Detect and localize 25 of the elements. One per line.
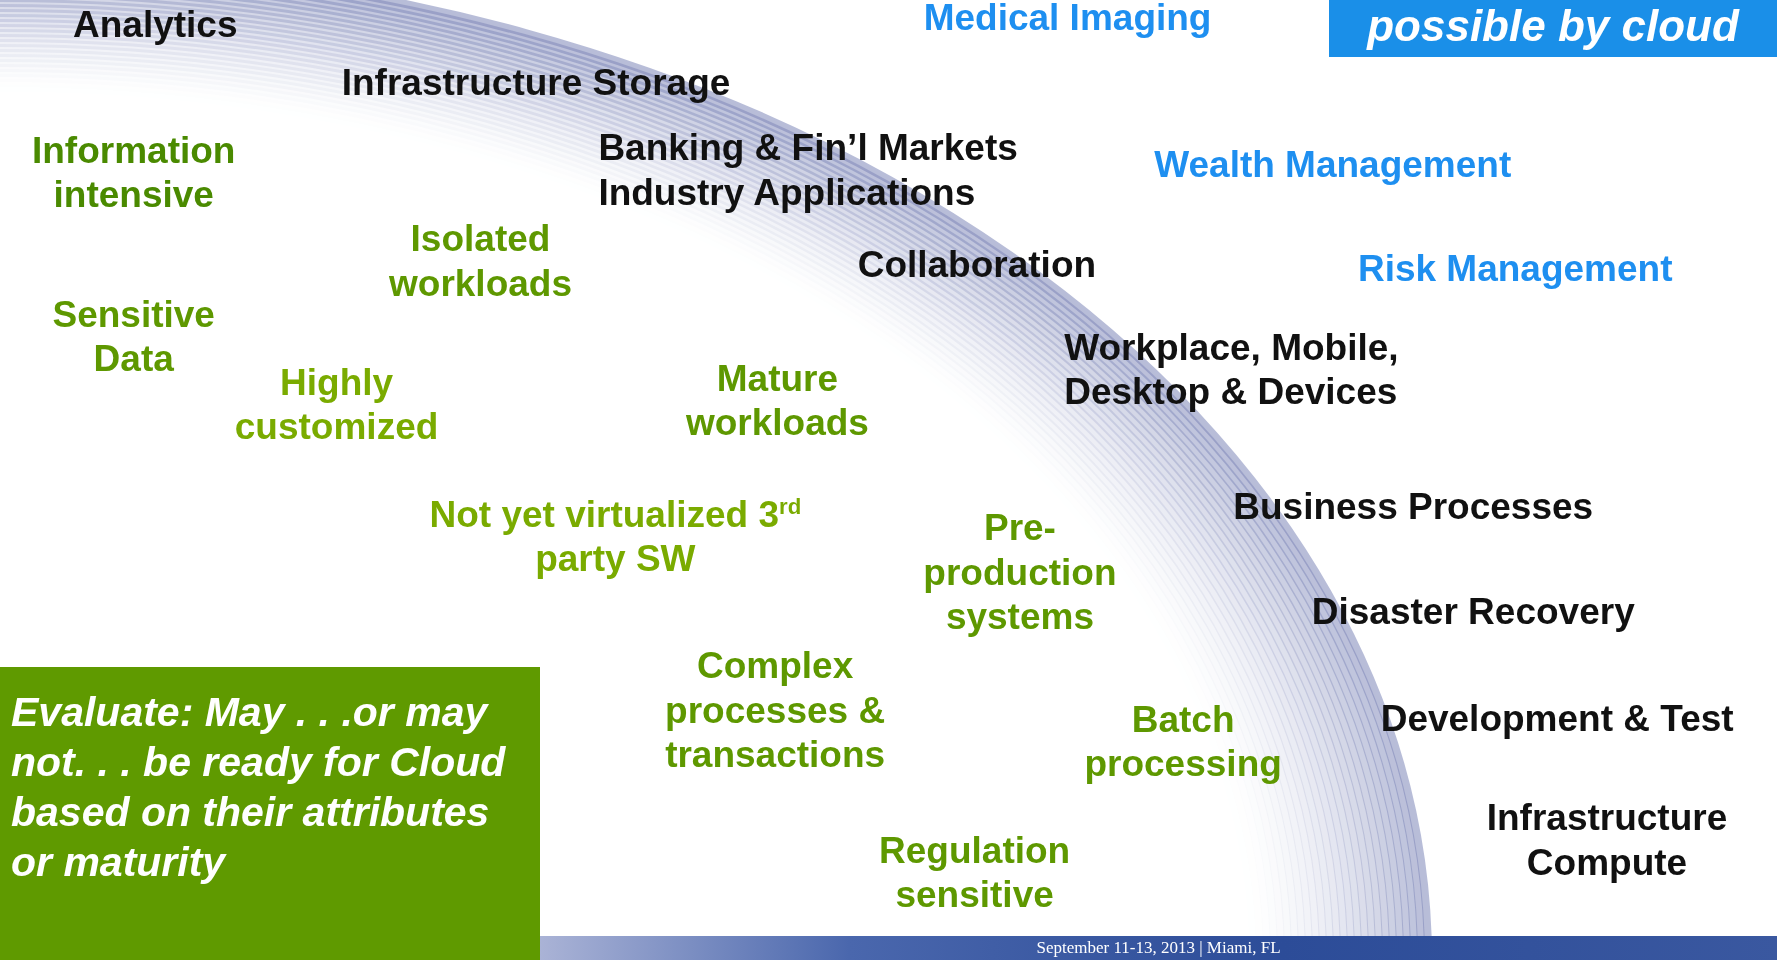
- text-label: Not yet virtualized 3$^{rd}$ party SW: [428, 492, 803, 581]
- text-label: Sensitive Data: [51, 293, 216, 382]
- text-label: Isolated workloads: [388, 217, 573, 306]
- text-label: Collaboration: [856, 243, 1098, 288]
- text-label: Risk Management: [1356, 246, 1674, 291]
- text-label: Regulation sensitive: [878, 829, 1072, 918]
- text-label: Workplace, Mobile, Desktop & Devices: [1064, 325, 1400, 415]
- cloud-banner: possible by cloud: [1329, 0, 1777, 57]
- text-label: Infrastructure Storage: [340, 60, 732, 105]
- text-label: Complex processes & transactions: [664, 644, 887, 778]
- text-label: Information intensive: [31, 128, 237, 218]
- text-label: Wealth Management: [1153, 143, 1513, 188]
- text-label: Business Processes: [1232, 484, 1595, 529]
- text-label: Medical Imaging: [922, 0, 1213, 41]
- text-label: Disaster Recovery: [1310, 589, 1636, 634]
- text-label: Infrastructure Compute: [1485, 796, 1729, 885]
- text-label: Development & Test: [1379, 696, 1735, 741]
- text-label: Batch processing: [1083, 697, 1283, 786]
- footer-bar: September 11-13, 2013 | Miami, FL: [540, 936, 1777, 960]
- text-label: Mature workloads: [684, 356, 870, 445]
- text-label: Banking & Fin’l Markets Industry Applications: [598, 126, 1019, 215]
- text-label: Highly customized: [233, 361, 440, 450]
- text-label: Analytics: [72, 2, 239, 47]
- note-panel: Evaluate: May . . .or may not. . . be ready for Cloud based on their attributes or maturity: [0, 667, 540, 960]
- text-label: Pre-production systems: [922, 506, 1118, 639]
